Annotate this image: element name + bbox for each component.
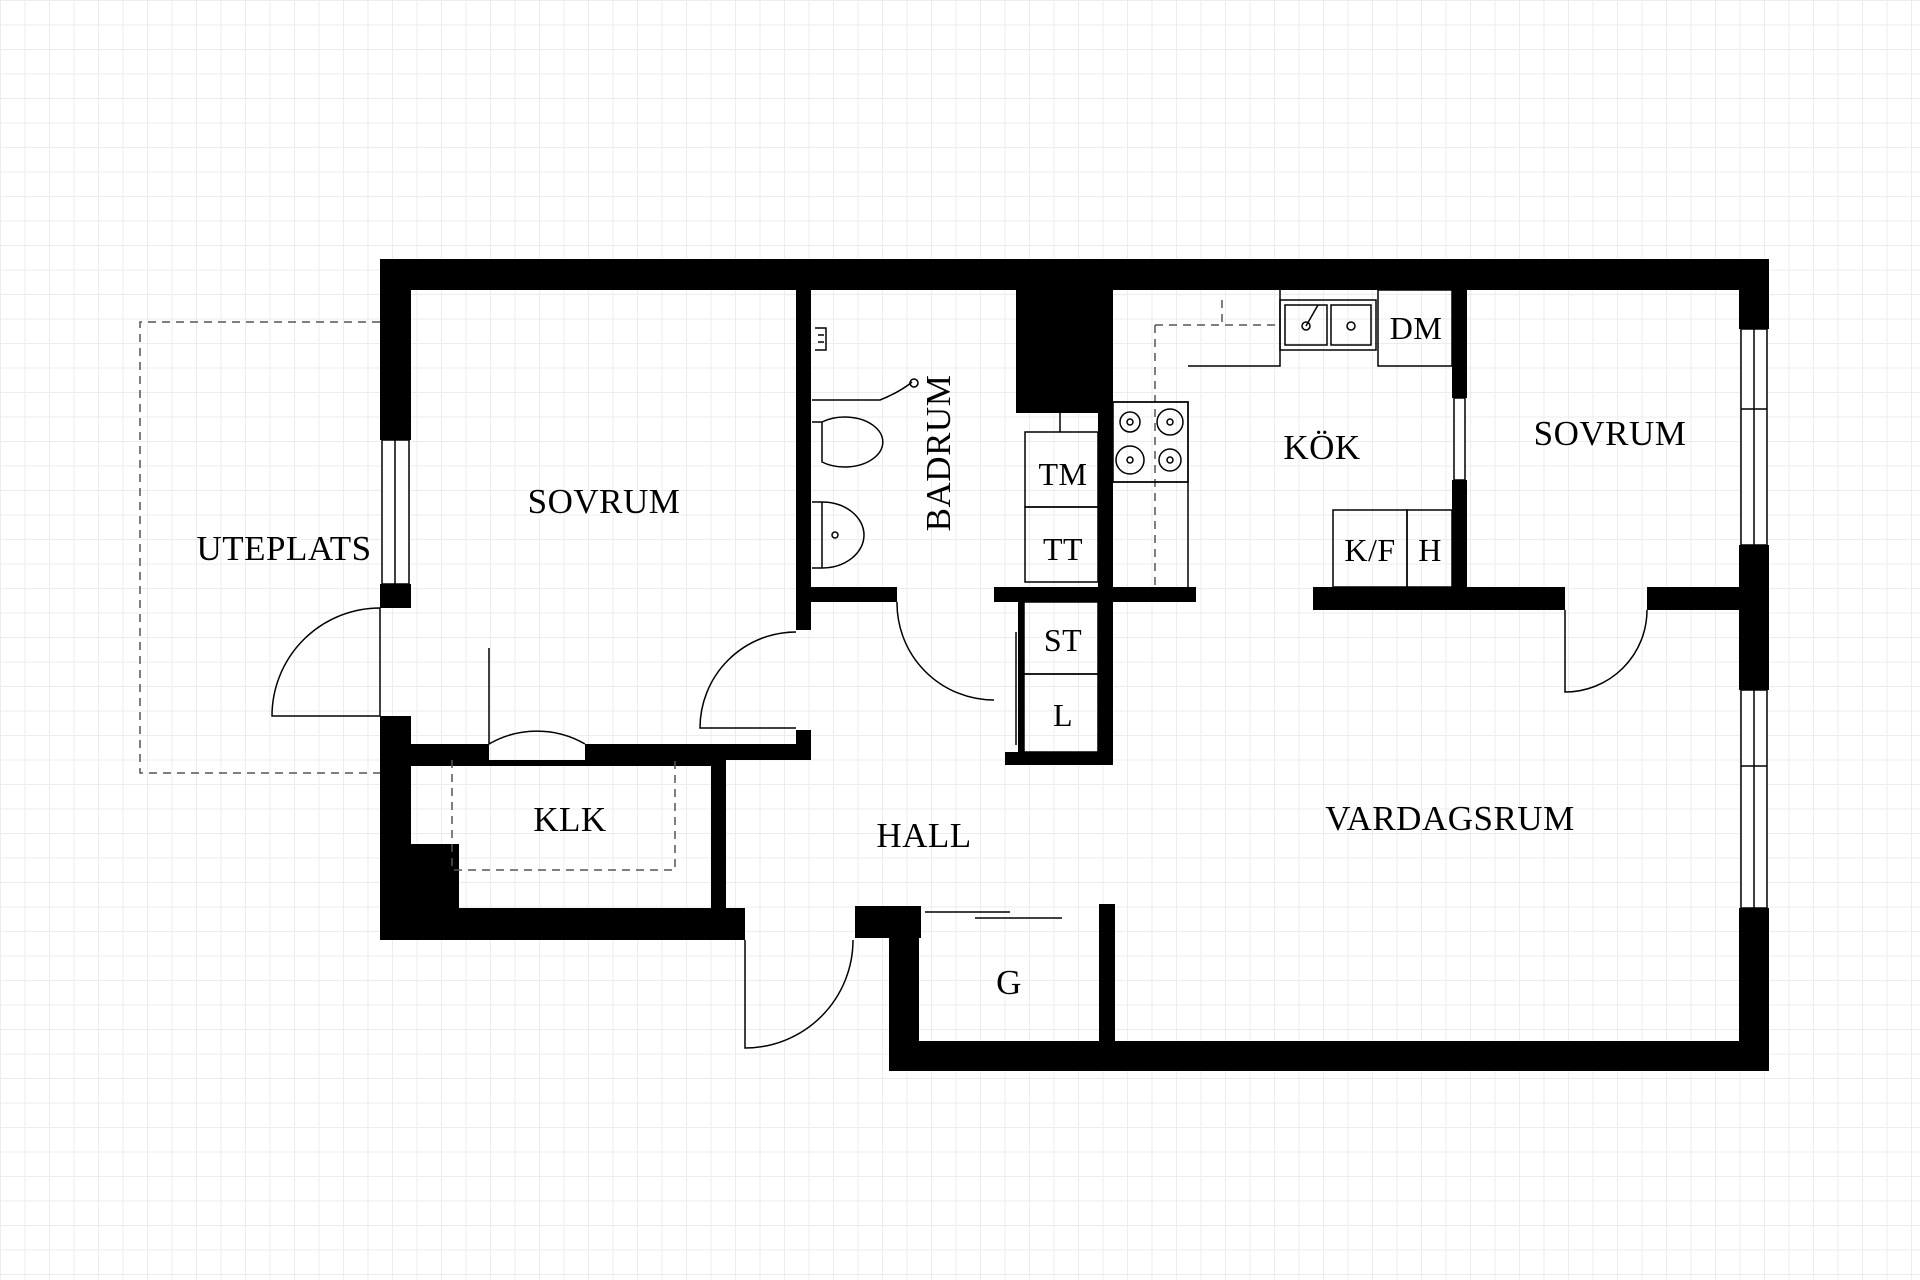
kitchen-fixtures: [1112, 289, 1453, 588]
label-klk: KLK: [533, 800, 606, 839]
wall-badrum-bottom-right: [994, 587, 1196, 602]
wall-corner-block: [411, 844, 459, 908]
wall-g-right: [1099, 904, 1115, 1044]
door-badrum: [896, 601, 995, 701]
label-l: L: [1053, 697, 1073, 733]
shower-icon: [812, 381, 913, 401]
shower-head-icon: [815, 327, 827, 351]
wall-sovrum-bottom-left: [411, 744, 489, 764]
wall-kok-sovrum-bottom: [1452, 480, 1467, 588]
label-kf: K/F: [1344, 532, 1395, 568]
stove-icon: [1112, 401, 1189, 483]
dashed-outlines: [139, 300, 1280, 871]
walls: [380, 259, 1769, 1071]
uteplats-outline: [139, 321, 380, 774]
wall-sovrum-badrum-low: [796, 730, 811, 760]
label-uteplats: UTEPLATS: [196, 529, 371, 568]
wall-top: [380, 259, 1769, 290]
door-sovrum-right: [1564, 609, 1648, 693]
kitchen-counter-outline: [1154, 300, 1280, 587]
door-sovrum: [488, 648, 586, 746]
wall-bottom-right: [889, 1041, 1769, 1071]
kitchen-counter: [1113, 290, 1281, 587]
wall-sovrum-badrum: [796, 290, 811, 630]
label-vardagsrum: VARDAGSRUM: [1325, 799, 1574, 838]
door-hall-sovrum: [699, 631, 797, 729]
label-tm: TM: [1039, 456, 1088, 492]
label-h: H: [1418, 532, 1442, 568]
wall-left-upper: [380, 259, 411, 440]
label-sovrum-left: SOVRUM: [528, 482, 681, 521]
door-entrance: [744, 939, 854, 1049]
label-sovrum-right: SOVRUM: [1534, 414, 1687, 453]
fixture-labels: TM TT ST L DM K/F H: [1039, 310, 1443, 733]
wall-klk-right: [711, 760, 726, 910]
wall-sovrum-bottom-right: [585, 744, 811, 760]
l-cabinet: [1023, 673, 1099, 753]
dishwasher-icon: [1377, 289, 1453, 367]
wall-kok-sovrum-top: [1452, 290, 1467, 398]
label-dm: DM: [1390, 310, 1443, 346]
doors: [271, 601, 1648, 1049]
bathroom-fixtures: [812, 327, 1099, 753]
label-hall: HALL: [876, 816, 971, 855]
wall-vardagsrum-top-left: [1313, 587, 1565, 610]
wall-klk-top: [411, 760, 726, 766]
h-cabinet-icon: [1406, 509, 1453, 588]
wall-vardagsrum-top-right: [1647, 587, 1769, 610]
room-labels: UTEPLATS SOVRUM BADRUM KÖK SOVRUM KLK HA…: [196, 375, 1687, 1002]
tt-cabinet: [1024, 506, 1099, 583]
label-st: ST: [1044, 622, 1082, 658]
wall-entrance-left: [726, 908, 745, 940]
windows: [381, 328, 1768, 909]
window-kitchen-inner: [1453, 397, 1466, 481]
label-g: G: [996, 963, 1022, 1002]
bath-sink-icon: [812, 501, 865, 569]
wall-left-lower: [380, 716, 411, 940]
wall-closet-right: [1098, 290, 1113, 765]
sink-icon: [1279, 299, 1377, 351]
door-sliding-g: [925, 911, 1062, 919]
wall-right-top: [1739, 259, 1769, 329]
wall-right-bottom: [1739, 908, 1769, 1071]
door-uteplats: [271, 607, 381, 717]
wall-closet-bottom: [1005, 752, 1113, 765]
label-badrum: BADRUM: [919, 375, 958, 532]
wall-right-mid: [1739, 545, 1769, 690]
wall-closet-left: [1018, 600, 1024, 752]
label-kok: KÖK: [1283, 428, 1360, 467]
label-tt: TT: [1043, 531, 1083, 567]
shaft: [1016, 290, 1113, 413]
wall-left-mid: [380, 584, 411, 608]
toilet-icon: [812, 416, 884, 468]
wall-bottom-left: [380, 908, 745, 940]
wall-badrum-bottom-left: [811, 587, 897, 602]
